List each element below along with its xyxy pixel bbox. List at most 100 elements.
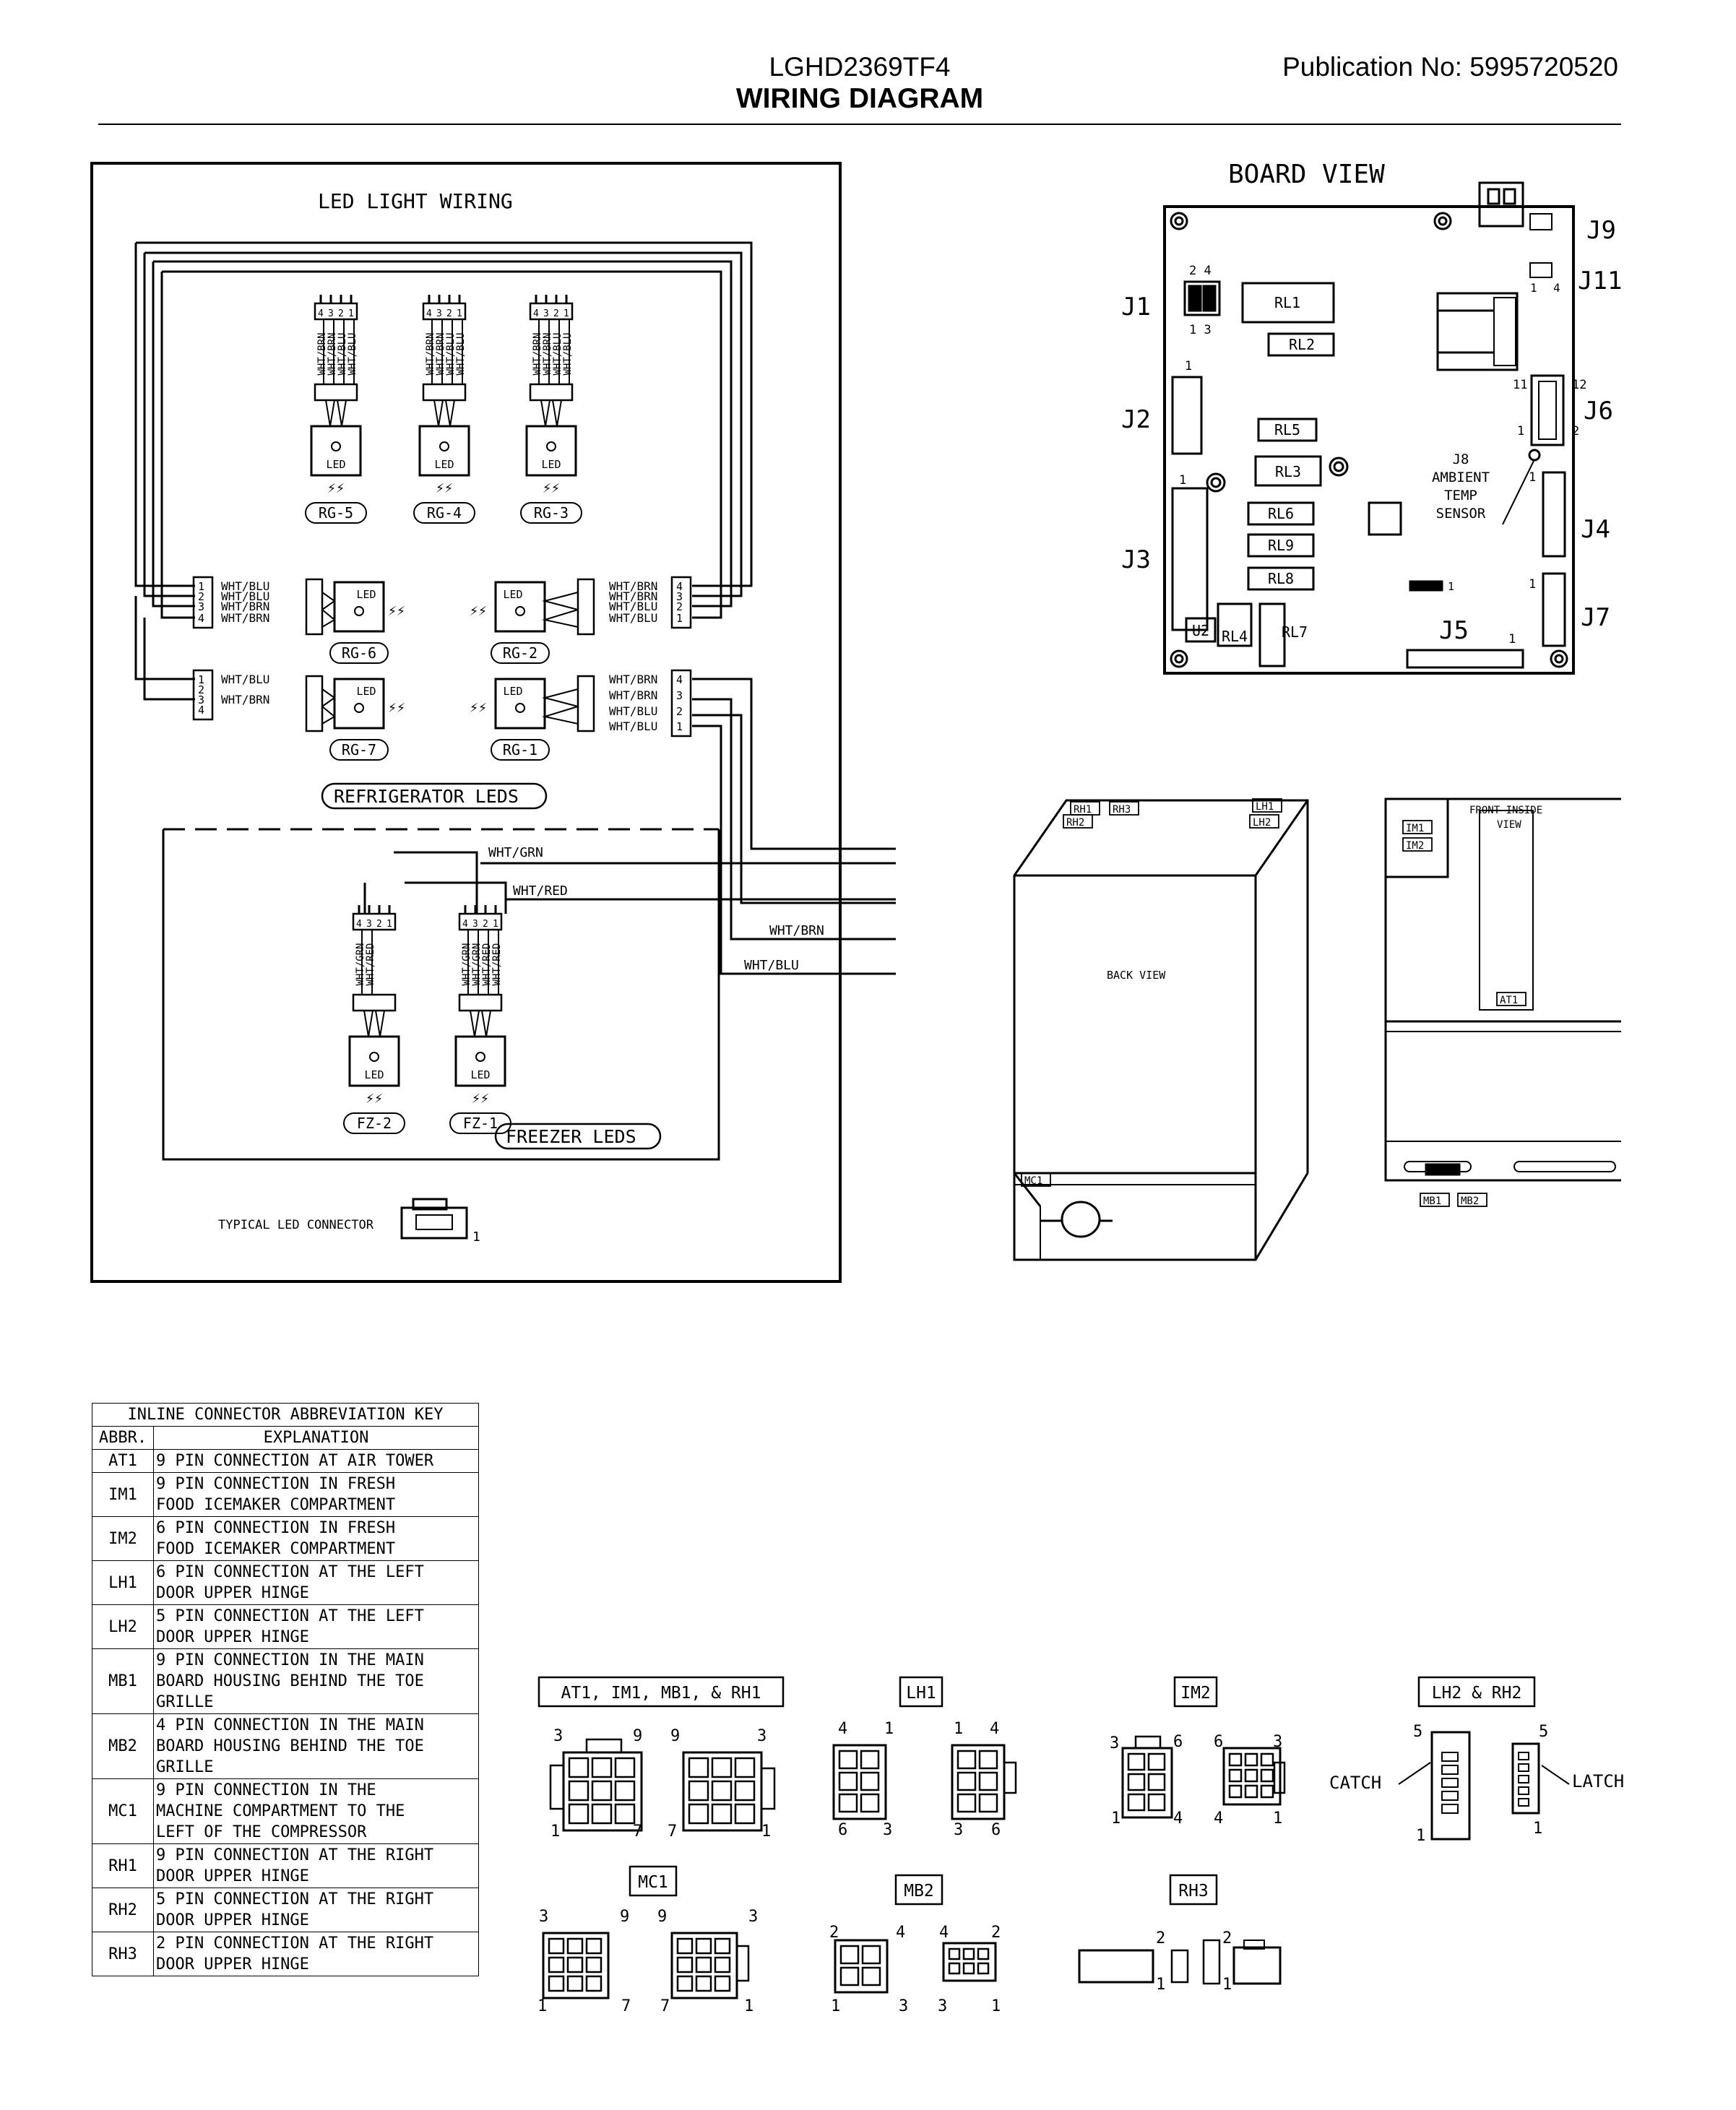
svg-text:3: 3 — [366, 919, 372, 930]
led-label: RG-3 — [534, 504, 569, 522]
connector-tag-mb1: MB1 — [1423, 1195, 1441, 1207]
led-label: RG-5 — [319, 504, 353, 522]
key-explanation-line: 6 PIN CONNECTION IN FRESH — [156, 1519, 396, 1537]
key-abbr: AT1 — [92, 1449, 154, 1473]
wire-label: WHT/BLU — [455, 332, 467, 375]
svg-text:1: 1 — [831, 1997, 840, 2015]
abbreviation-key-table: INLINE CONNECTOR ABBREVIATION KEY ABBR. … — [92, 1403, 479, 1976]
relay-rl1: RL1 — [1274, 294, 1300, 311]
svg-text:5: 5 — [1413, 1723, 1422, 1741]
key-abbr: MC1 — [92, 1778, 154, 1844]
relay-rl3: RL3 — [1275, 463, 1301, 480]
svg-text:1: 1 — [676, 720, 683, 733]
wire-label: WHT/BRN — [609, 579, 657, 593]
svg-text:7: 7 — [633, 1823, 642, 1841]
connector-tag-rh2: RH2 — [1066, 817, 1084, 829]
svg-text:4: 4 — [676, 673, 683, 686]
relay-rl4: RL4 — [1222, 628, 1248, 645]
wire-label-wht-red: WHT/RED — [513, 883, 568, 899]
jack-j4: J4 — [1581, 515, 1610, 544]
svg-text:1: 1 — [1111, 1810, 1120, 1828]
svg-text:3: 3 — [676, 590, 683, 603]
svg-text:2 4: 2 4 — [1189, 264, 1212, 278]
svg-text:2: 2 — [676, 705, 683, 718]
key-col-explanation: EXPLANATION — [153, 1426, 479, 1450]
svg-text:9: 9 — [633, 1727, 642, 1745]
svg-text:1: 1 — [457, 308, 462, 319]
led-assembly-rg-6: 1234WHT/BLUWHT/BLUWHT/BRNWHT/BRNLED⚡⚡RG-… — [192, 576, 405, 664]
wire-label: WHT/BLU — [221, 673, 269, 686]
connector-tag-at1: AT1 — [1500, 995, 1518, 1006]
key-explanation-line: 6 PIN CONNECTION AT THE LEFT — [156, 1563, 424, 1581]
key-abbr: LH2 — [92, 1604, 154, 1649]
svg-text:1: 1 — [348, 308, 354, 319]
relay-rl2: RL2 — [1289, 336, 1315, 353]
back-view-label: BACK VIEW — [1107, 969, 1166, 982]
connector-9pin-rear — [682, 1751, 763, 1832]
ambient-sensor-label: SENSOR — [1436, 506, 1486, 522]
key-abbr: RH3 — [92, 1932, 154, 1976]
publication-number: Publication No: 5995720520 — [1282, 52, 1618, 82]
connector-im2-front — [1121, 1747, 1173, 1819]
svg-text:2: 2 — [1156, 1929, 1165, 1947]
svg-text:3: 3 — [676, 689, 683, 702]
svg-text:1: 1 — [1179, 473, 1186, 488]
svg-text:3: 3 — [198, 600, 204, 613]
key-abbr: MB1 — [92, 1648, 154, 1714]
svg-text:3: 3 — [757, 1727, 766, 1745]
connector-title-mc1: MC1 — [638, 1873, 668, 1892]
wire-label: WHT/BRN — [221, 611, 269, 625]
light-rays-icon: ⚡⚡ — [470, 602, 487, 619]
relay-u2: U2 — [1192, 622, 1209, 639]
freezer-leds-label: FREEZER LEDS — [506, 1126, 636, 1147]
key-explanation-line: 2 PIN CONNECTION AT THE RIGHT — [156, 1934, 434, 1953]
led-wiring-panel: LED LIGHT WIRING WHT/BR — [90, 162, 896, 1283]
svg-text:1: 1 — [761, 1823, 771, 1841]
svg-text:4: 4 — [939, 1924, 949, 1942]
svg-text:1: 1 — [1530, 281, 1537, 295]
led-wiring-title: LED LIGHT WIRING — [318, 189, 513, 213]
jack-j5: J5 — [1439, 616, 1469, 645]
svg-text:1: 1 — [1156, 1976, 1165, 1994]
svg-text:9: 9 — [620, 1908, 629, 1926]
svg-text:1: 1 — [1533, 1820, 1542, 1838]
svg-text:1: 1 — [550, 1823, 560, 1841]
relay-rl6: RL6 — [1268, 505, 1294, 522]
svg-text:1: 1 — [1448, 580, 1454, 593]
svg-text:6: 6 — [838, 1821, 847, 1839]
key-explanation-line: GRILLE — [156, 1693, 214, 1711]
wire-label-wht-blu: WHT/BLU — [744, 958, 799, 973]
svg-text:4: 4 — [356, 919, 362, 930]
svg-text:1: 1 — [1185, 359, 1192, 373]
led-text: LED — [326, 458, 345, 471]
light-rays-icon: ⚡⚡ — [327, 479, 345, 496]
connector-9pin-front — [562, 1751, 643, 1832]
led-text: LED — [503, 685, 522, 698]
connector-im2-rear — [1222, 1747, 1282, 1806]
svg-text:2: 2 — [676, 600, 683, 613]
key-explanation-line: DOOR UPPER HINGE — [156, 1911, 309, 1929]
model-number: LGHD2369TF4 — [769, 52, 951, 82]
key-explanation: 9 PIN CONNECTION AT AIR TOWER — [153, 1449, 479, 1473]
ambient-sensor-label: AMBIENT — [1432, 470, 1490, 485]
key-abbr: IM1 — [92, 1472, 154, 1517]
key-explanation-line: DOOR UPPER HINGE — [156, 1867, 309, 1885]
key-explanation-line: FOOD ICEMAKER COMPARTMENT — [156, 1496, 396, 1514]
wire-label: WHT/BRN — [425, 332, 436, 375]
connector-mc1-rear — [670, 1932, 738, 1999]
svg-text:2: 2 — [1572, 424, 1579, 438]
relay-rl9: RL9 — [1268, 537, 1294, 554]
wire-label: WHT/BRN — [435, 332, 446, 375]
wire-label: WHT/BRN — [532, 332, 543, 375]
light-rays-icon: ⚡⚡ — [388, 602, 405, 619]
